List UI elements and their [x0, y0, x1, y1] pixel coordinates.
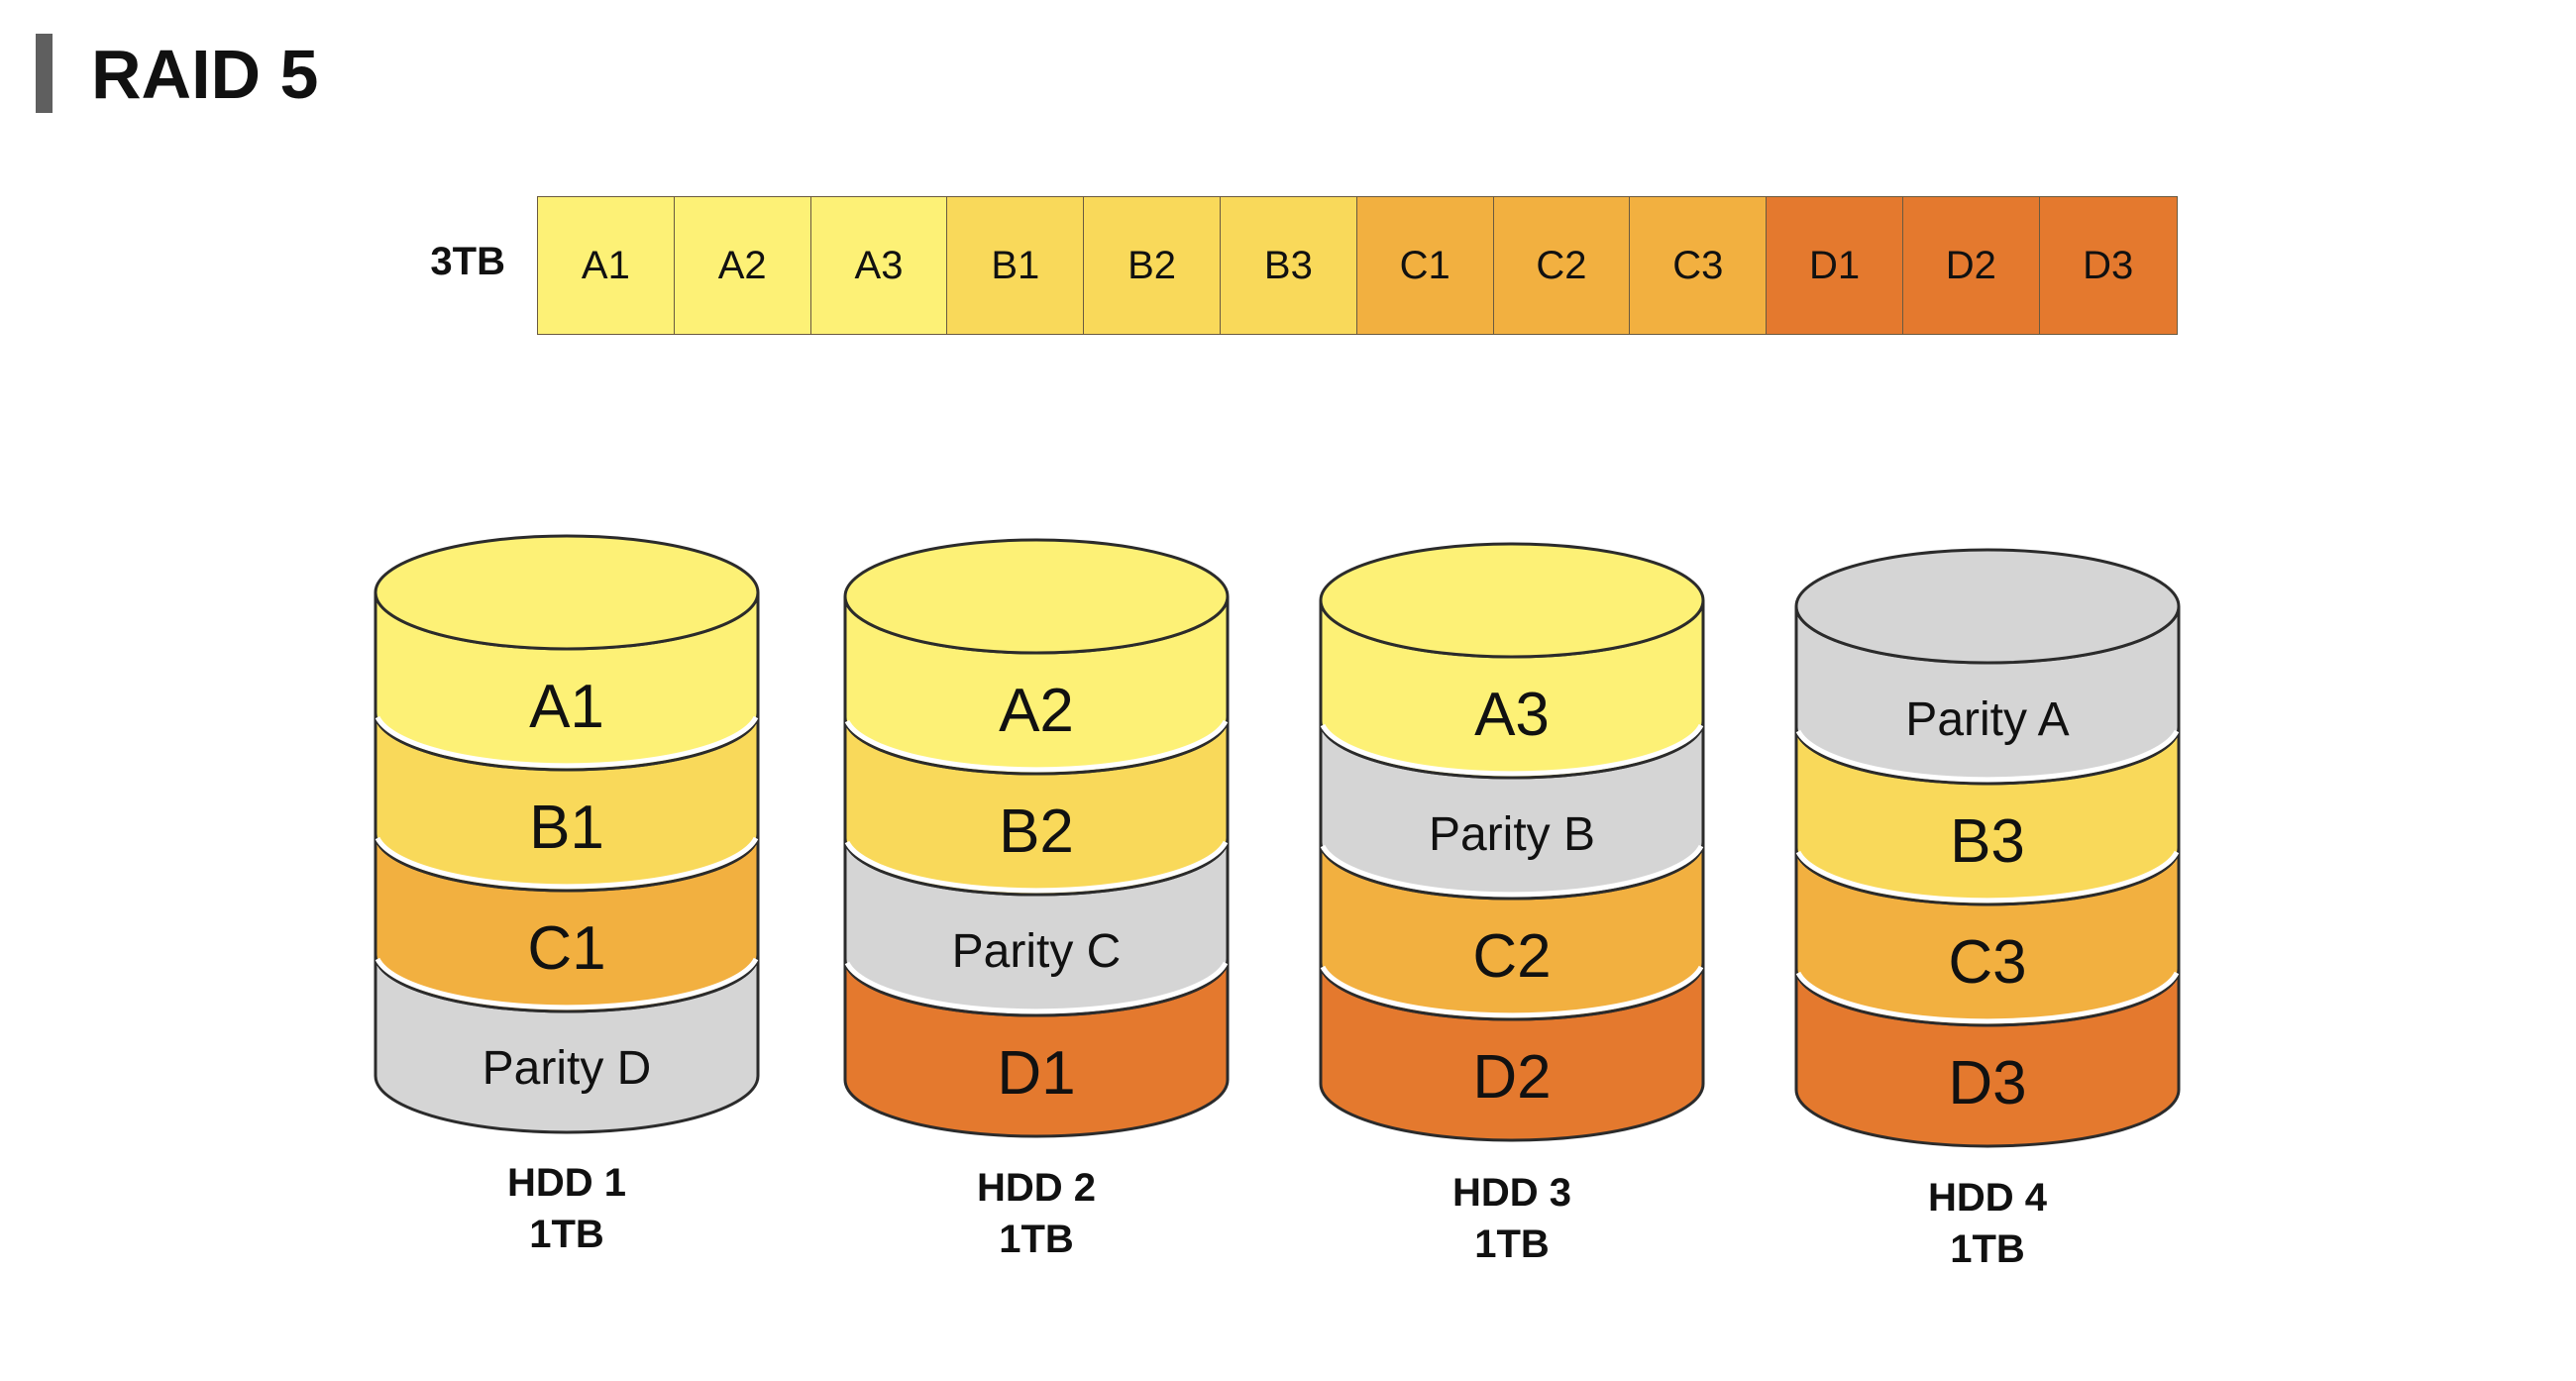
disk-3-label: HDD 3 1TB	[1363, 1167, 1661, 1270]
data-block-label: B3	[1950, 807, 2025, 876]
segment-gap	[1320, 844, 1704, 898]
data-block-label: D2	[1472, 1043, 1551, 1112]
disk-name: HDD 4	[1927, 1176, 2048, 1220]
data-block-label: C2	[1472, 922, 1551, 991]
segment-gap	[1795, 729, 2180, 783]
disk-4-label: HDD 4 1TB	[1839, 1172, 2136, 1275]
data-block-label: A3	[1474, 681, 1550, 749]
disk-capacity: 1TB	[1950, 1227, 2025, 1271]
data-block-label: C3	[1948, 928, 2026, 997]
array-block-b2: B2	[1084, 197, 1221, 334]
page-title: RAID 5	[91, 36, 319, 113]
array-block-b1: B1	[947, 197, 1085, 334]
segment-gap	[1320, 723, 1704, 777]
parity-block-label: Parity A	[1905, 693, 2069, 746]
data-block-label: D3	[1948, 1049, 2026, 1117]
array-capacity-label: 3TB	[430, 240, 505, 283]
segment-gap	[1320, 965, 1704, 1018]
array-block-a2: A2	[674, 197, 811, 334]
data-block-label: A2	[999, 677, 1074, 745]
segment-gap	[844, 719, 1229, 773]
data-block-label: B2	[999, 797, 1074, 866]
array-block-d3: D3	[2039, 197, 2177, 334]
array-block-c3: C3	[1630, 197, 1768, 334]
disk-name: HDD 2	[976, 1166, 1097, 1210]
disk-name: HDD 3	[1451, 1171, 1572, 1215]
disk-1-top-cap	[374, 534, 760, 651]
array-block-c2: C2	[1493, 197, 1631, 334]
disk-capacity: 1TB	[999, 1218, 1074, 1261]
array-block-d1: D1	[1767, 197, 1903, 334]
disk-2: D1 Parity C B2 A2	[843, 538, 1230, 1138]
array-block-c1: C1	[1356, 197, 1494, 334]
disk-3-top-cap	[1319, 542, 1705, 659]
disk-name: HDD 1	[506, 1161, 627, 1205]
array-block-a3: A3	[810, 197, 948, 334]
disk-capacity: 1TB	[1474, 1222, 1550, 1266]
array-block-d2: D2	[1902, 197, 2040, 334]
title-accent-bar	[36, 34, 53, 113]
parity-block-label: Parity B	[1429, 808, 1595, 861]
disk-capacity: 1TB	[529, 1213, 604, 1256]
segment-gap	[844, 840, 1229, 894]
array-block-b3: B3	[1220, 197, 1357, 334]
segment-gap	[375, 957, 759, 1010]
disk-1-label: HDD 1 1TB	[418, 1157, 715, 1260]
data-block-label: A1	[529, 673, 604, 741]
segment-gap	[375, 715, 759, 769]
segment-gap	[375, 836, 759, 890]
data-block-label: C1	[527, 914, 605, 983]
disk-2-top-cap	[843, 538, 1230, 655]
disk-3: D2 C2 Parity B A3	[1319, 542, 1705, 1142]
segment-gap	[1795, 850, 2180, 903]
disk-4-top-cap	[1794, 548, 2181, 665]
parity-block-label: Parity C	[952, 925, 1122, 978]
segment-gap	[844, 961, 1229, 1014]
segment-gap	[1795, 971, 2180, 1024]
disk-1: Parity D C1 B1 A1	[374, 534, 760, 1134]
disk-4: D3 C3 B3 Parity A	[1794, 548, 2181, 1148]
disk-2-label: HDD 2 1TB	[888, 1162, 1185, 1265]
parity-block-label: Parity D	[483, 1042, 652, 1095]
data-block-label: D1	[997, 1039, 1075, 1108]
data-block-label: B1	[529, 794, 604, 862]
array-block-a1: A1	[538, 197, 675, 334]
